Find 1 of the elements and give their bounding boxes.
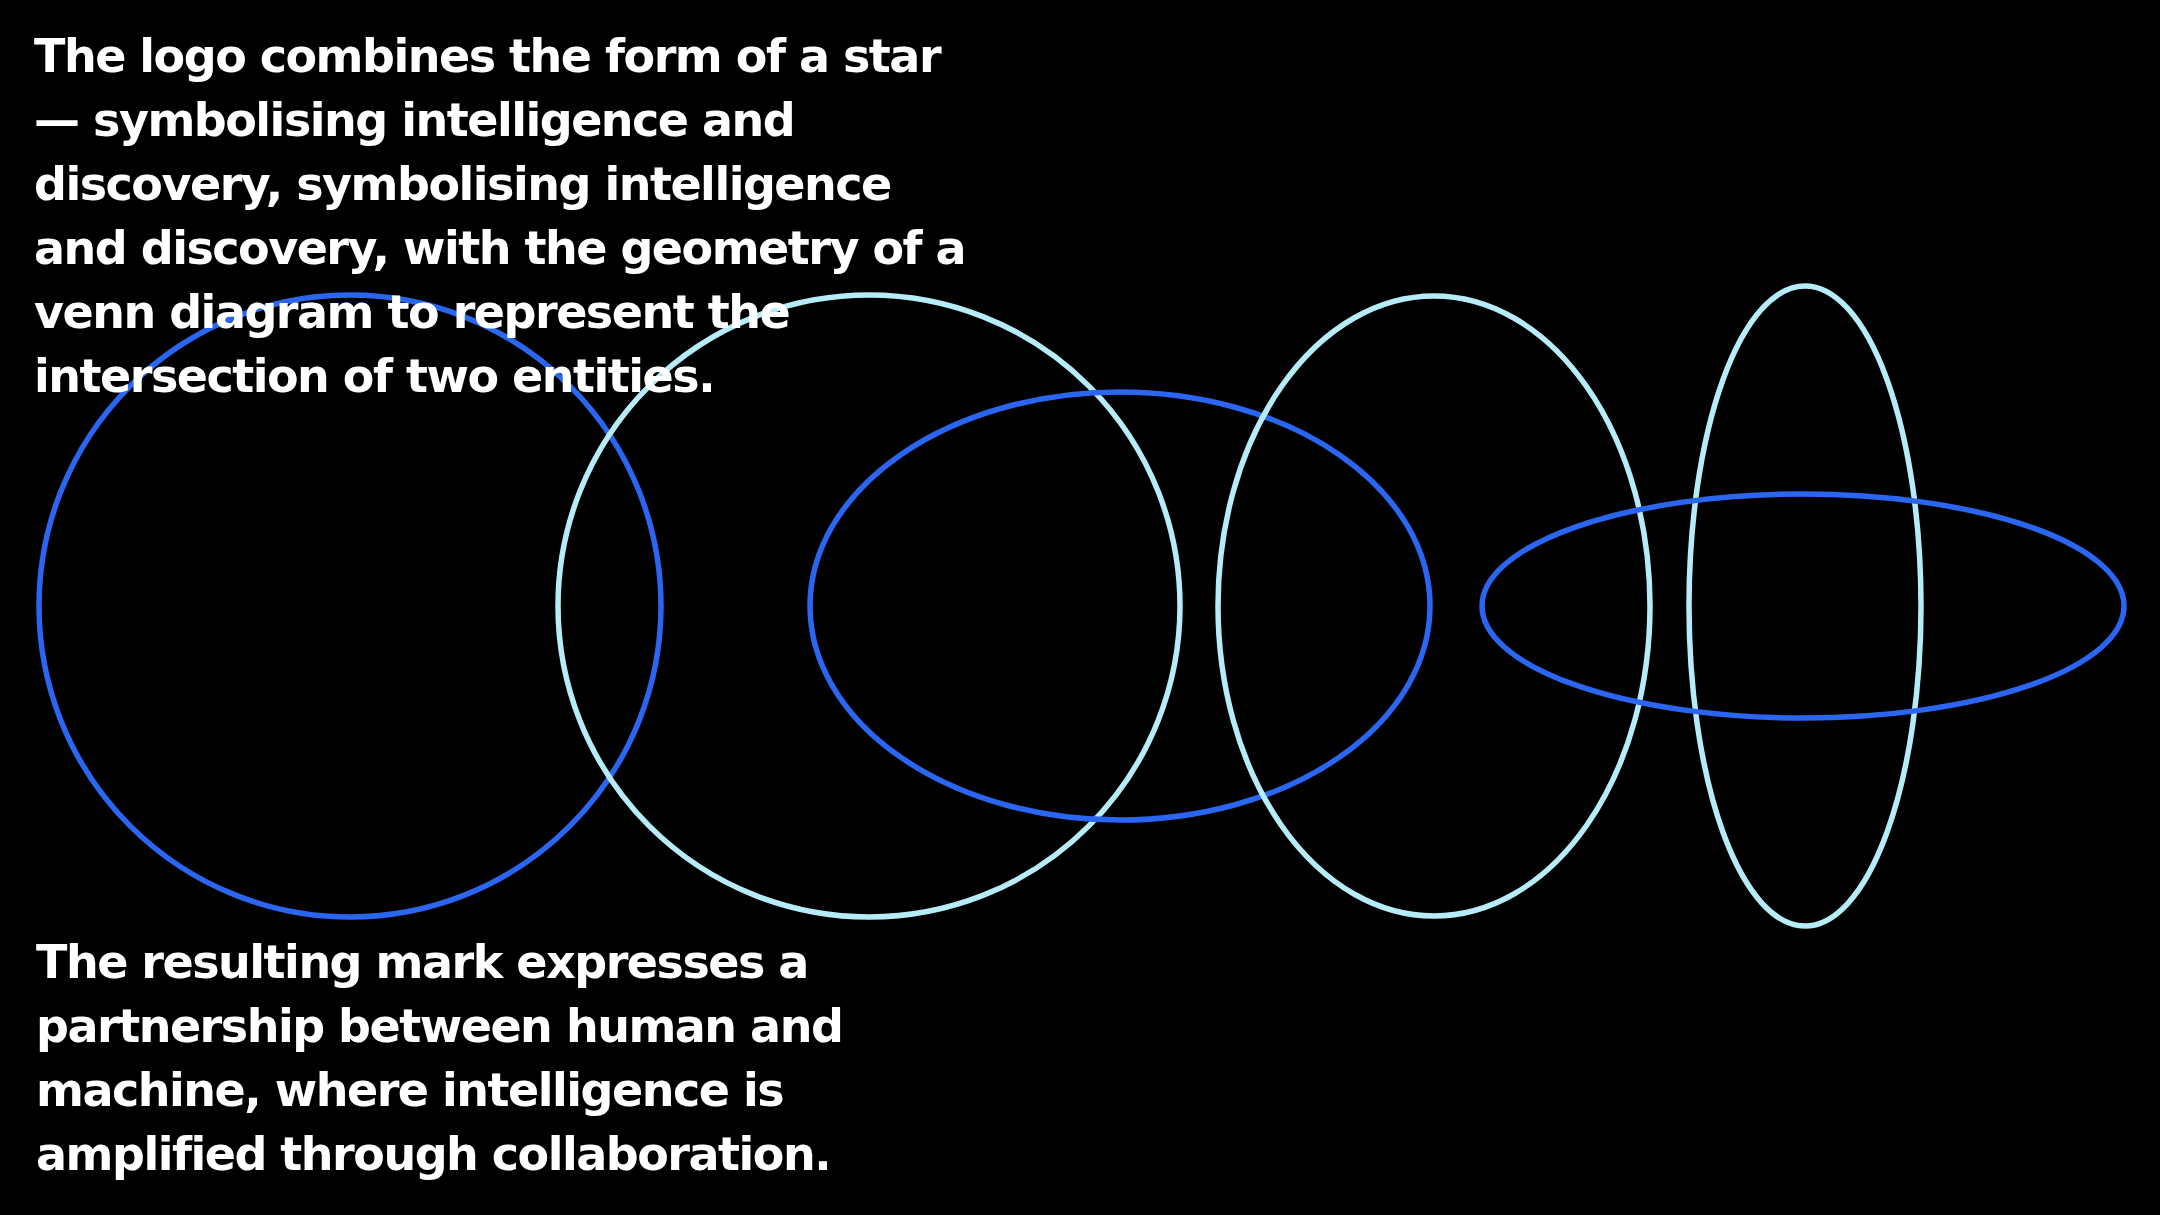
paragraph: The resulting mark expresses a partnership between human and machine, where intelligence is amplified through collaboration. [36, 934, 844, 1183]
